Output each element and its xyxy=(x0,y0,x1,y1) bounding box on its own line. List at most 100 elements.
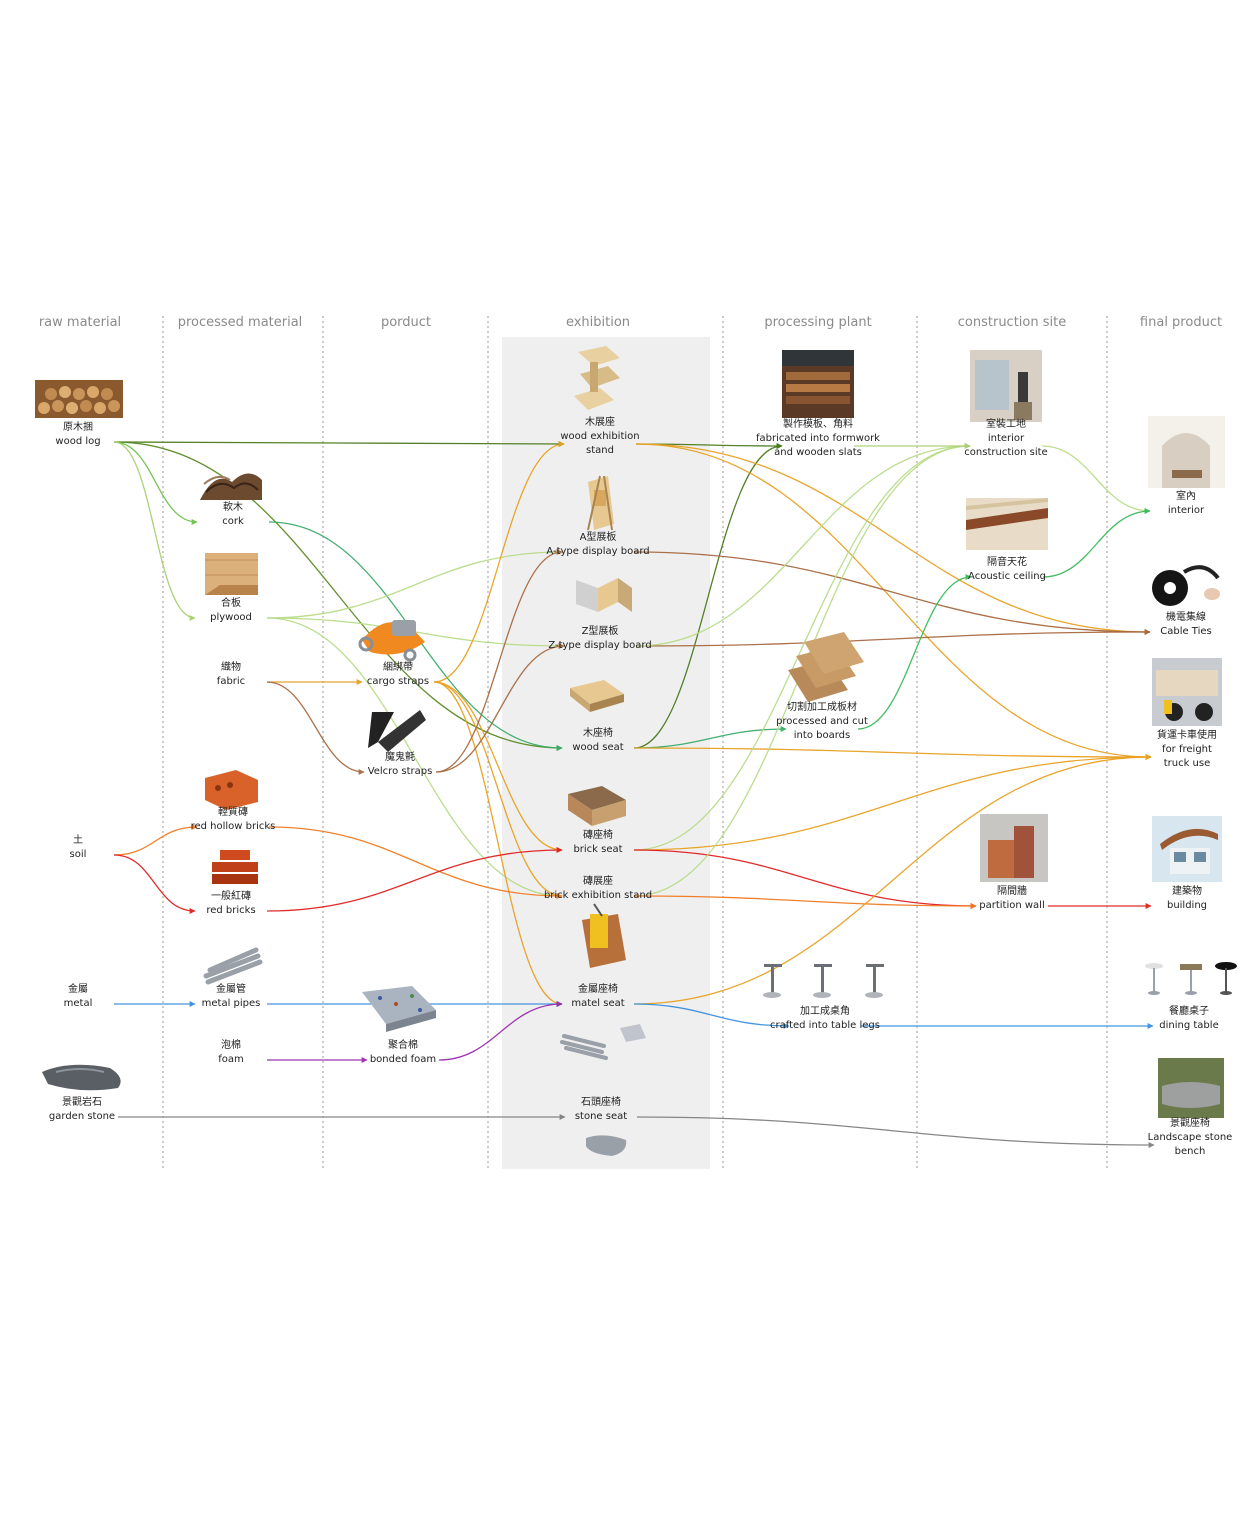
column-header-final: final product xyxy=(1140,315,1222,330)
a-type-board-icon xyxy=(587,475,614,531)
brick-stand-icon xyxy=(582,903,626,968)
node-soil-line-1: soil xyxy=(70,849,87,860)
node-partition-wall-line-1: partition wall xyxy=(979,900,1044,911)
hollow-brick-icon xyxy=(205,770,258,810)
node-soil: 土 soil xyxy=(70,833,87,860)
flow-metal-seat-to-table-legs xyxy=(633,1003,790,1029)
node-boards-line-1: processed and cut xyxy=(776,716,868,727)
node-interior-line-1: interior xyxy=(1168,505,1205,516)
node-metal-pipes-line-0: 金屬管 xyxy=(216,982,246,995)
brick-seat-icon xyxy=(568,786,626,826)
node-formwork-line-1: fabricated into formwork xyxy=(756,433,880,444)
metal-seat-icon xyxy=(560,1024,646,1060)
wood-stand-icon xyxy=(574,346,620,410)
lumber-yard-photo xyxy=(782,350,854,418)
node-metal-line-1: metal xyxy=(64,998,93,1009)
node-brick-seat-line-0: 磚座椅 xyxy=(583,828,613,841)
node-plywood-line-1: plywood xyxy=(210,612,252,623)
stone-seat-icon xyxy=(586,1135,627,1156)
node-velcro-straps-line-0: 魔鬼氈 xyxy=(385,750,415,763)
flow-wood-log-to-plywood xyxy=(113,441,196,621)
flow-fabric-to-velcro-straps xyxy=(266,681,365,775)
node-wood-seat-line-1: wood seat xyxy=(572,742,623,753)
node-a-type-board-line-1: A-type display board xyxy=(546,546,649,557)
flow-stone-seat-to-stone-bench xyxy=(636,1116,1155,1148)
node-foam-line-0: 泡棉 xyxy=(221,1038,241,1051)
flow-soil-to-red-hollow-bricks xyxy=(113,824,198,856)
flow-wood-exhibition-stand-to-cable-ties xyxy=(635,443,1151,635)
node-brick-exhibition-stand-line-0: 磚展座 xyxy=(583,874,613,887)
flow-wood-log-to-wood-seat xyxy=(113,441,563,751)
node-soil-line-0: 土 xyxy=(73,833,83,846)
node-acoustic-ceiling-line-1: Acoustic ceiling xyxy=(968,571,1046,582)
node-boards-line-0: 切割加工成板材 xyxy=(787,700,857,713)
flow-wood-seat-to-boards xyxy=(633,726,787,749)
node-garden-stone-line-1: garden stone xyxy=(49,1111,115,1122)
bonded-foam-icon xyxy=(362,986,436,1032)
flow-red-hollow-bricks-to-brick-exhibition-stand xyxy=(268,826,563,899)
flow-wood-log-to-wood-exhibition-stand xyxy=(113,440,565,447)
node-brick-exhibition-stand: 磚展座 brick exhibition stand xyxy=(544,874,652,901)
table-leg-icon xyxy=(763,964,884,998)
metal-pipes-icon xyxy=(203,947,263,985)
exhibition-band xyxy=(502,337,710,1169)
node-dining-table-line-1: dining table xyxy=(1159,1020,1218,1031)
garden-stone-photo xyxy=(42,1064,121,1091)
red-brick-icon xyxy=(212,850,258,884)
node-dining-table-line-0: 餐廳桌子 xyxy=(1169,1004,1209,1017)
node-icons xyxy=(35,346,1237,1156)
velcro-strap-icon xyxy=(368,710,426,752)
node-wood-log-line-0: 原木捆 xyxy=(63,420,93,433)
node-brick-exhibition-stand-line-1: brick exhibition stand xyxy=(544,890,652,901)
z-type-board-icon xyxy=(576,578,632,612)
node-acoustic-ceiling-line-0: 隔音天花 xyxy=(987,555,1027,568)
node-partition-wall-line-0: 隔間牆 xyxy=(997,884,1027,897)
node-brick-seat: 磚座椅 brick seat xyxy=(573,828,622,855)
flow-a-type-board-to-cable-ties xyxy=(633,551,1151,635)
node-building-line-0: 建築物 xyxy=(1172,884,1202,897)
flow-cargo-straps-to-brick-seat xyxy=(433,681,563,853)
node-interior-line-0: 室內 xyxy=(1176,489,1196,502)
flow-brick-exhibition-stand-to-partition-wall xyxy=(633,895,977,909)
column-header-product: porduct xyxy=(381,315,431,330)
flow-cargo-straps-to-metal-seat xyxy=(433,681,563,1007)
node-plywood-line-0: 合板 xyxy=(221,596,241,609)
flow-wood-seat-to-formwork xyxy=(633,443,783,749)
column-header-plant: processing plant xyxy=(764,315,871,330)
node-brick-seat-line-1: brick seat xyxy=(573,844,622,855)
wood-log-photo xyxy=(35,380,123,418)
node-formwork-line-2: and wooden slats xyxy=(774,447,862,458)
cork-boards-icon xyxy=(788,632,864,702)
node-metal-seat-line-1: matel seat xyxy=(571,998,624,1009)
flow-brick-seat-to-partition-wall xyxy=(633,849,977,909)
node-metal-seat-line-0: 金屬座椅 xyxy=(578,982,618,995)
node-partition-wall: 隔間牆 partition wall xyxy=(979,884,1044,911)
node-cargo-straps-line-0: 綑綁帶 xyxy=(383,660,413,673)
cargo-strap-icon xyxy=(358,620,425,662)
flow-boards-to-acoustic-ceiling xyxy=(857,574,972,730)
column-separators xyxy=(162,316,1108,1170)
truck-photo xyxy=(1152,658,1222,726)
flow-metal-seat-to-freight xyxy=(633,754,1152,1005)
node-red-bricks-line-1: red bricks xyxy=(206,905,255,916)
node-velcro-straps-line-1: Velcro straps xyxy=(368,766,433,777)
building-photo xyxy=(1152,816,1222,882)
flow-velcro-straps-to-a-type-board xyxy=(435,549,563,773)
node-interior: 室內 interior xyxy=(1168,489,1205,516)
node-building-line-1: building xyxy=(1167,900,1207,911)
node-velcro-straps: 魔鬼氈 Velcro straps xyxy=(368,750,433,777)
node-stone-seat-line-0: 石頭座椅 xyxy=(581,1095,621,1108)
flow-interior-site-to-interior xyxy=(1041,445,1151,514)
